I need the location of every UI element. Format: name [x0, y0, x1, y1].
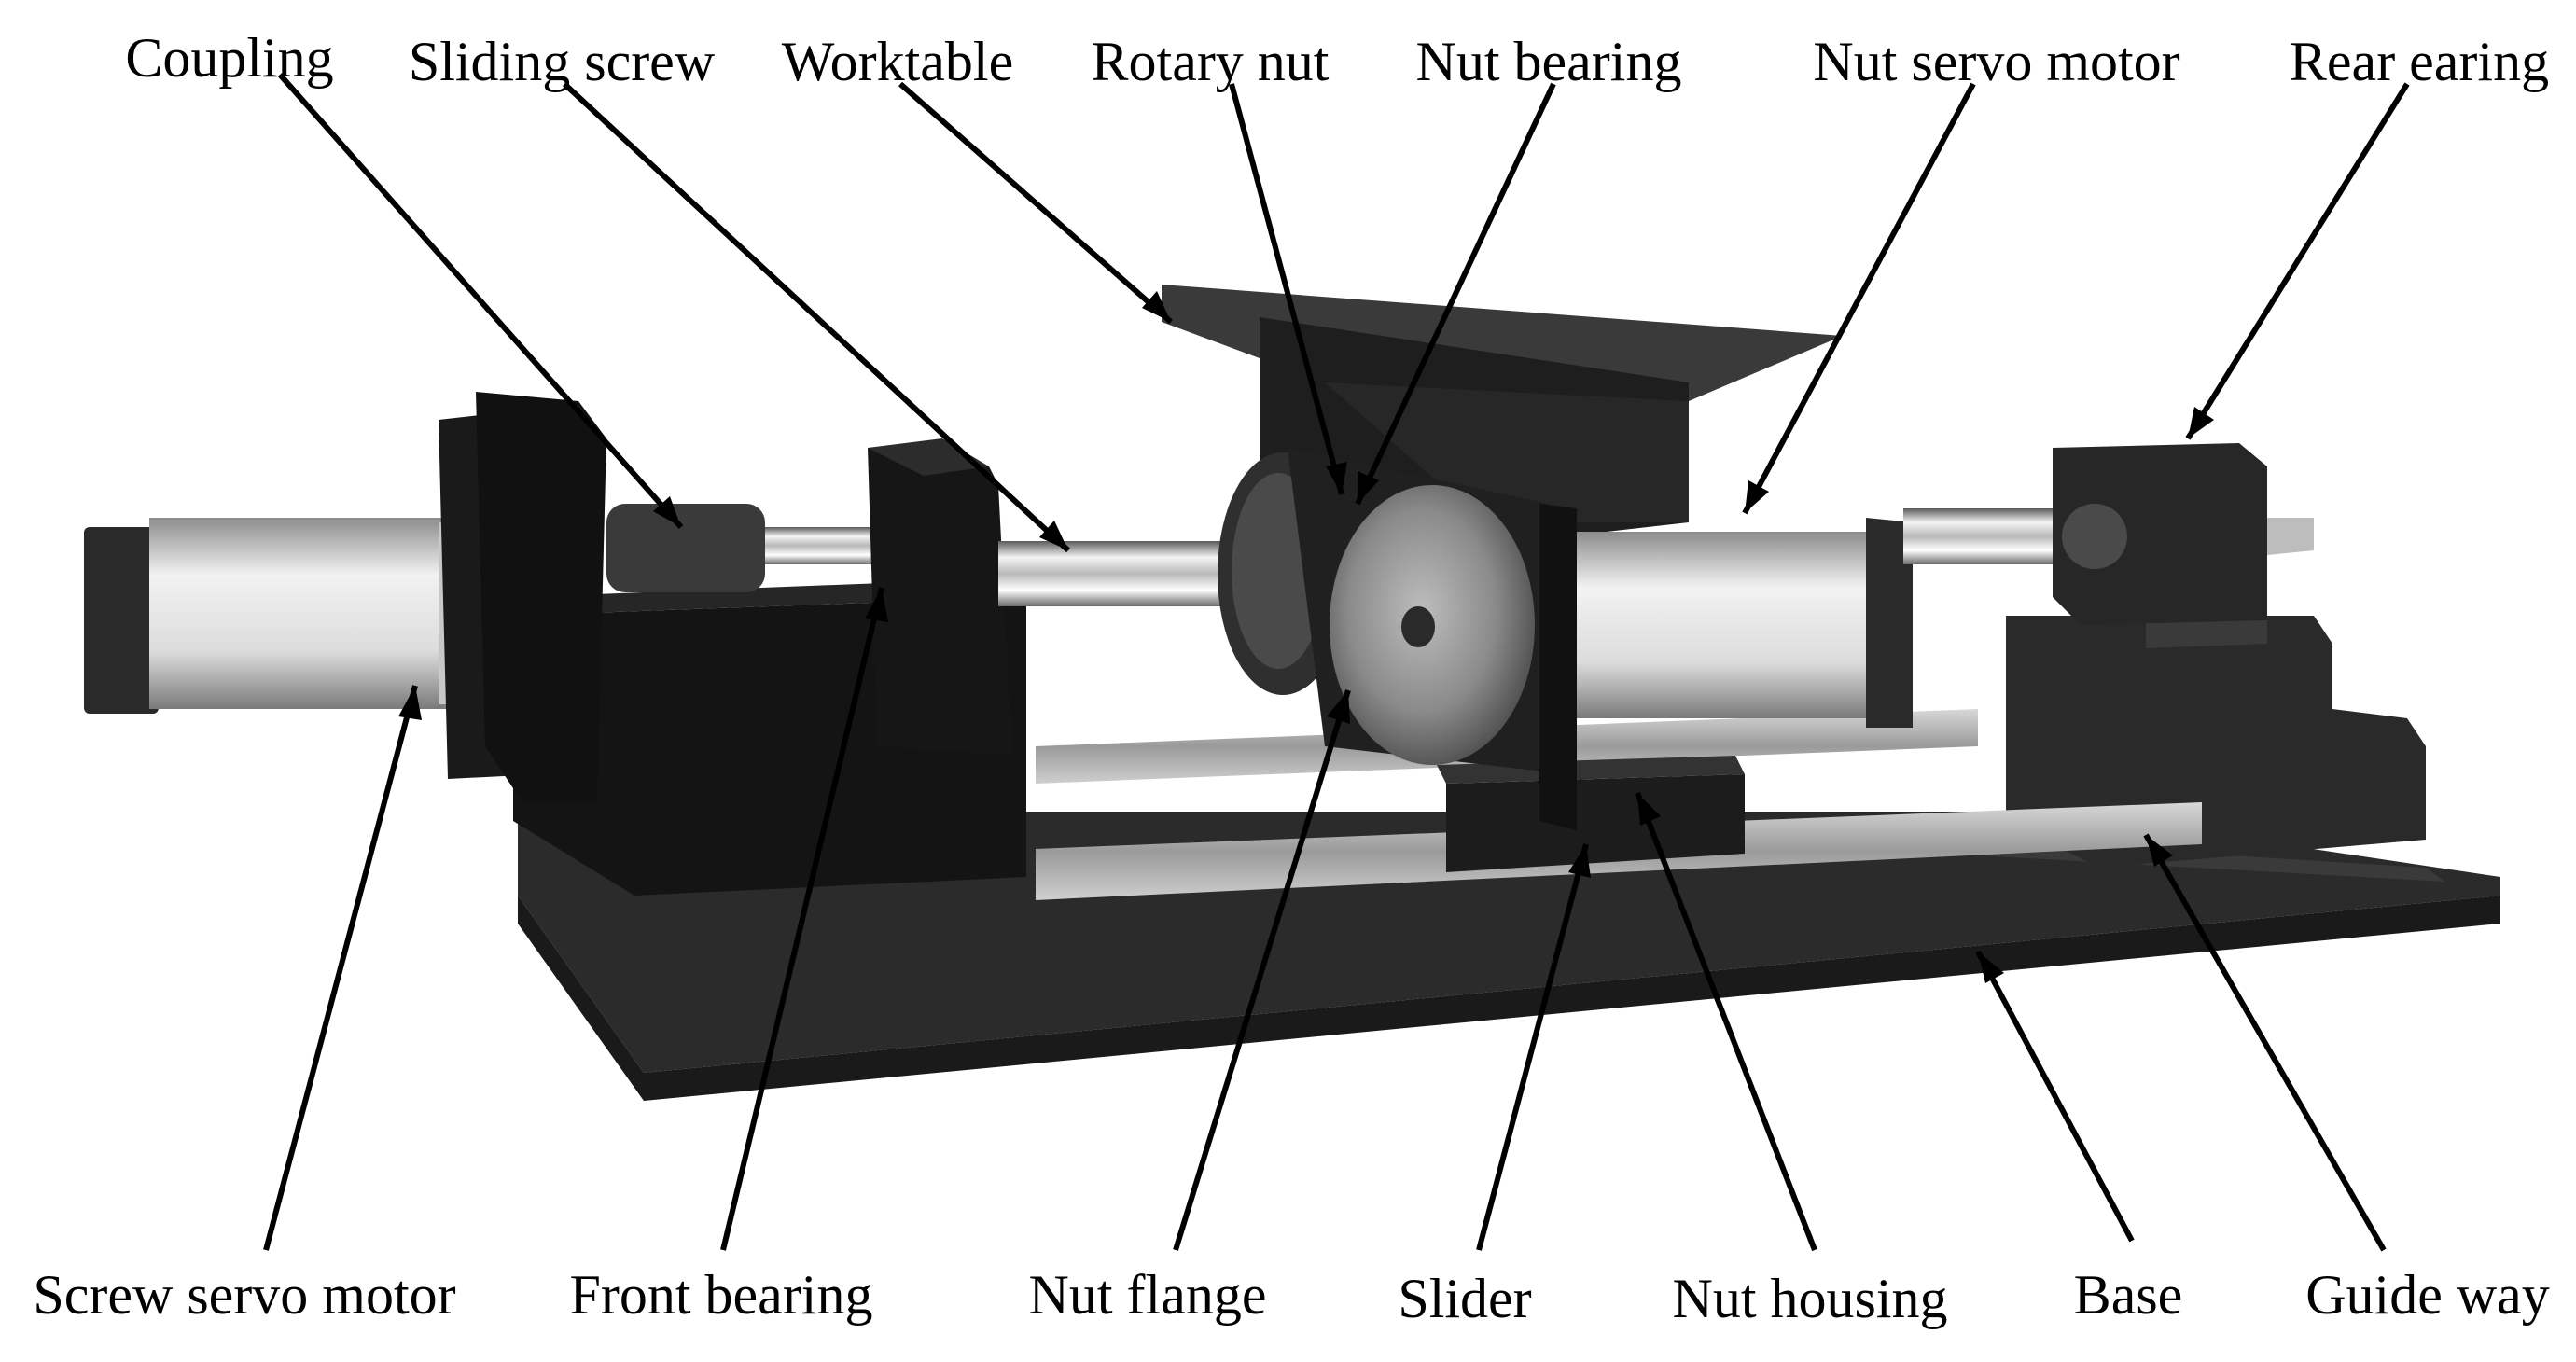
- nut-housing-plate: [1539, 504, 1577, 830]
- leader-coupling: [277, 73, 684, 529]
- label-nut-flange: Nut flange: [1028, 1264, 1267, 1326]
- front-bearing-block: [868, 448, 1012, 756]
- coupling: [606, 504, 765, 592]
- leader-nut-servo-motor: [1742, 82, 1976, 515]
- arrowhead-slider: [1568, 844, 1591, 878]
- arrowhead-rotary-nut: [1326, 462, 1347, 494]
- coupling-housing: [476, 392, 606, 802]
- label-rotary-nut: Rotary nut: [1091, 31, 1330, 92]
- rear-support-stack: [2006, 616, 2426, 868]
- label-coupling: Coupling: [125, 27, 334, 89]
- leader-base: [1975, 950, 2135, 1243]
- label-sliding-screw: Sliding screw: [408, 31, 716, 92]
- arrowhead-nut-housing: [1637, 793, 1661, 826]
- rear-earing: [2053, 443, 2267, 625]
- rear-support-front: [2146, 616, 2267, 648]
- nut-motor-backplate: [1866, 518, 1913, 728]
- label-base: Base: [2073, 1264, 2183, 1326]
- arrow-heads: [398, 291, 2214, 983]
- arrowhead-nut-bearing: [1358, 471, 1379, 504]
- leader-rotary-nut: [1229, 83, 1344, 495]
- label-worktable: Worktable: [781, 31, 1014, 92]
- slider-carriage: [1446, 774, 1745, 872]
- arrowhead-screw-servo-motor: [398, 686, 422, 720]
- label-screw-servo-motor: Screw servo motor: [33, 1264, 456, 1326]
- worktable-front-face: [1325, 382, 1689, 522]
- leader-slider: [1476, 843, 1589, 1251]
- label-slider: Slider: [1398, 1268, 1532, 1329]
- leader-guide-way: [2143, 833, 2387, 1252]
- arrowhead-nut-servo-motor: [1745, 480, 1769, 513]
- base-plate-front-face: [518, 896, 2500, 1101]
- arrowhead-coupling: [653, 496, 681, 527]
- screw-motor-endcap: [84, 527, 159, 714]
- leader-screw-servo-motor: [263, 685, 418, 1251]
- rear-earing-tip: [2267, 518, 2314, 555]
- rear-earing-ring: [2062, 504, 2127, 569]
- label-nut-bearing: Nut bearing: [1415, 31, 1682, 92]
- nut-bearing-hub: [1401, 606, 1435, 647]
- leader-rear-earing: [2185, 82, 2410, 440]
- arrowhead-rear-earing: [2188, 407, 2214, 438]
- label-guide-way: Guide way: [2305, 1264, 2550, 1326]
- arrowhead-front-bearing: [865, 588, 888, 622]
- arrowhead-sliding-screw: [1039, 521, 1068, 550]
- label-nut-servo-motor: Nut servo motor: [1813, 31, 2180, 92]
- leader-lines: [263, 73, 2410, 1252]
- label-front-bearing: Front bearing: [569, 1264, 873, 1326]
- label-rear-earing: Rear earing: [2289, 31, 2550, 92]
- nut-motor-body: [1577, 532, 1885, 718]
- front-bearing-top: [868, 438, 989, 476]
- leader-sliding-screw: [562, 81, 1071, 553]
- arrowhead-base: [1978, 952, 2004, 983]
- leader-front-bearing: [720, 587, 884, 1251]
- leader-nut-housing: [1635, 791, 1817, 1252]
- arrowhead-worktable: [1142, 291, 1171, 322]
- leader-nut-bearing: [1355, 82, 1556, 506]
- leader-worktable: [898, 81, 1173, 325]
- label-nut-housing: Nut housing: [1672, 1268, 1948, 1329]
- screw-motor-body: [149, 518, 448, 709]
- leader-nut-flange: [1173, 689, 1351, 1251]
- arrowhead-guide-way: [2146, 835, 2173, 867]
- arrowhead-nut-flange: [1327, 690, 1350, 724]
